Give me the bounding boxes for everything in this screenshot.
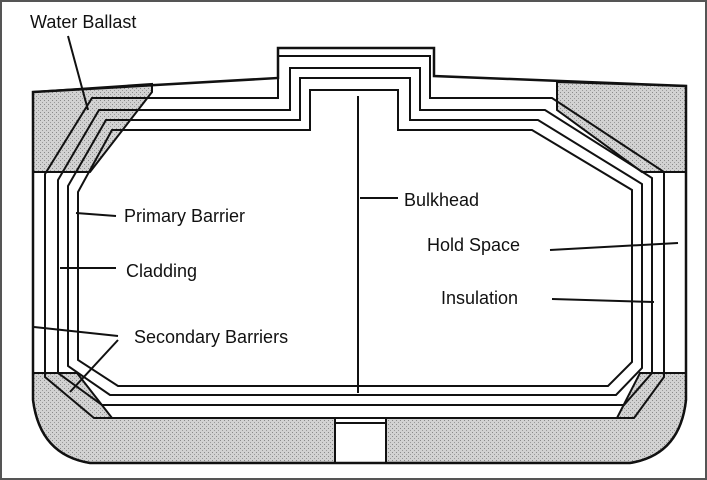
- leader-primary-barrier: [75, 212, 117, 217]
- secondary-barrier-outline: [57, 67, 653, 406]
- primary-barrier-outline: [77, 89, 633, 387]
- cladding-outline: [44, 55, 665, 419]
- leader-secondary-barrier-1: [33, 326, 119, 337]
- duct-keel: [334, 422, 387, 463]
- label-primary-barrier: Primary Barrier: [124, 206, 245, 226]
- label-insulation: Insulation: [441, 288, 518, 308]
- label-hold-space: Hold Space: [427, 235, 520, 255]
- label-bulkhead: Bulkhead: [404, 190, 479, 210]
- insulation-inner-outline: [67, 77, 643, 396]
- leader-secondary-barrier-2: [69, 339, 119, 393]
- leader-water-ballast: [67, 35, 89, 111]
- label-water-ballast: Water Ballast: [30, 12, 136, 32]
- hull-outline: [31, 46, 688, 465]
- label-cladding: Cladding: [126, 261, 197, 281]
- leader-insulation: [551, 298, 655, 303]
- label-secondary-barriers: Secondary Barriers: [134, 327, 288, 347]
- leader-hold-space: [549, 242, 679, 251]
